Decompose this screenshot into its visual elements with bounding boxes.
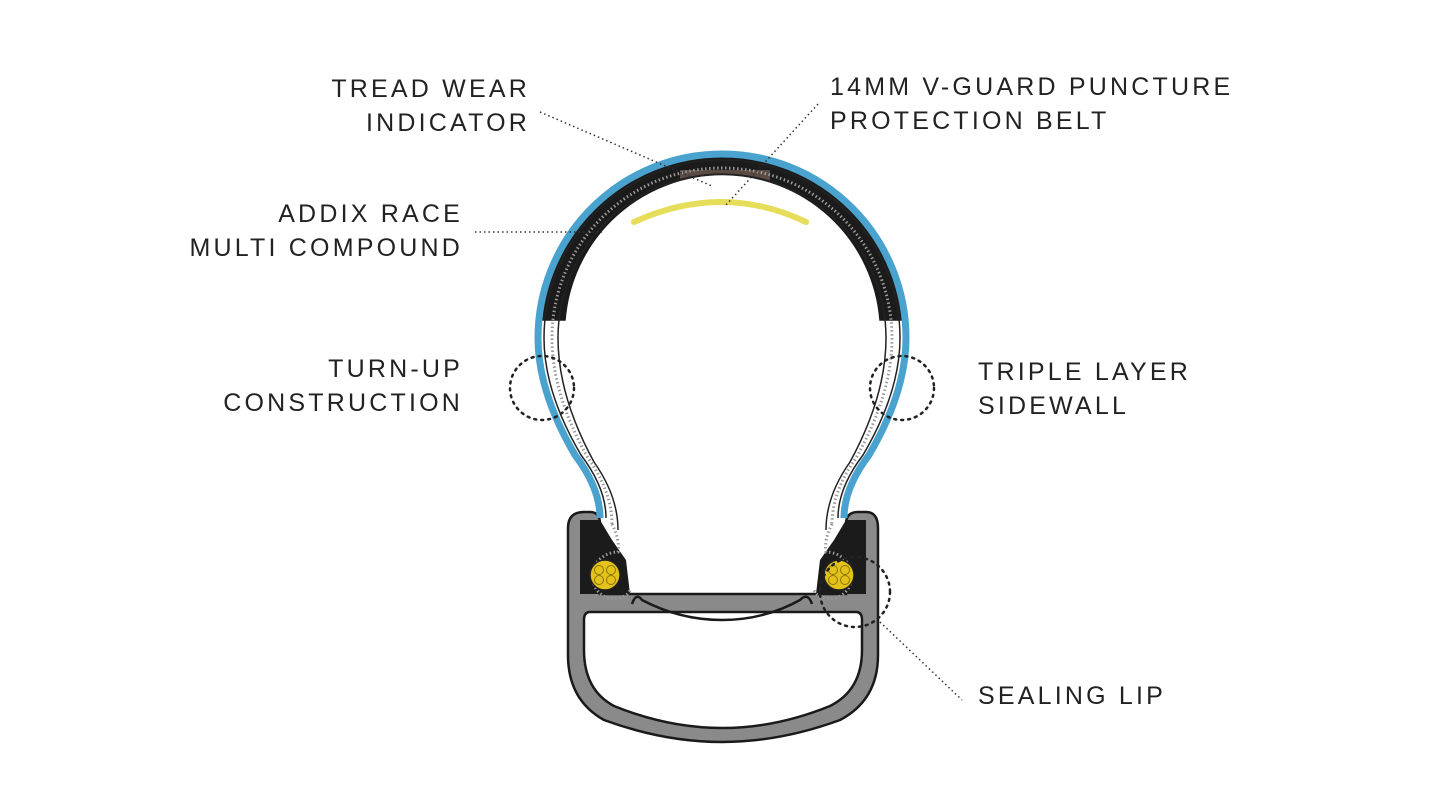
right-bead-core xyxy=(823,559,855,591)
sealing-label-line1: SEALING LIP xyxy=(978,682,1167,710)
vguard-leader xyxy=(725,103,819,206)
vguard-belt-label: 14MM V-GUARD PUNCTURE PROTECTION BELT xyxy=(830,70,1233,138)
addix-label-line2: MULTI COMPOUND xyxy=(189,234,463,262)
addix-tread-compound xyxy=(542,152,903,321)
tire-casing-inner-line xyxy=(557,173,887,531)
triple-sidewall-highlight-circle xyxy=(868,354,936,422)
triple-label-line2: SIDEWALL xyxy=(978,392,1130,420)
rim-inner-chamber xyxy=(582,610,864,730)
tread-wear-label-line2: INDICATOR xyxy=(366,109,530,137)
vguard-puncture-belt xyxy=(631,199,809,225)
addix-label-line1: ADDIX RACE xyxy=(278,200,463,228)
turnup-label-line2: CONSTRUCTION xyxy=(223,389,463,417)
tire-casing-blue xyxy=(534,150,910,519)
rim-well-ridge xyxy=(630,595,814,622)
tread-wear-indicator-label: TREAD WEAR INDICATOR xyxy=(331,72,530,140)
sealing-lip-label: SEALING LIP xyxy=(978,679,1166,713)
left-bead-core xyxy=(589,559,621,591)
vguard-label-line1: 14MM V-GUARD PUNCTURE xyxy=(830,73,1234,101)
tire-casing-dotted-layer xyxy=(550,166,894,525)
vguard-label-line2: PROTECTION BELT xyxy=(830,107,1110,135)
triple-label-line1: TRIPLE LAYER xyxy=(978,358,1191,386)
triple-layer-sidewall-label: TRIPLE LAYER SIDEWALL xyxy=(978,355,1191,423)
sealing-lip-leader xyxy=(879,621,963,701)
turnup-label-line1: TURN-UP xyxy=(328,355,463,383)
tire-casing-outline xyxy=(543,159,901,519)
addix-compound-label: ADDIX RACE MULTI COMPOUND xyxy=(190,197,464,265)
turnup-construction-label: TURN-UP CONSTRUCTION xyxy=(223,352,463,420)
tread-wear-label-line1: TREAD WEAR xyxy=(331,75,530,103)
turnup-highlight-circle xyxy=(508,354,576,422)
sealing-lip-highlight-circle xyxy=(818,555,892,629)
rim xyxy=(566,510,880,744)
tread-wear-indicator-mark xyxy=(713,176,719,194)
